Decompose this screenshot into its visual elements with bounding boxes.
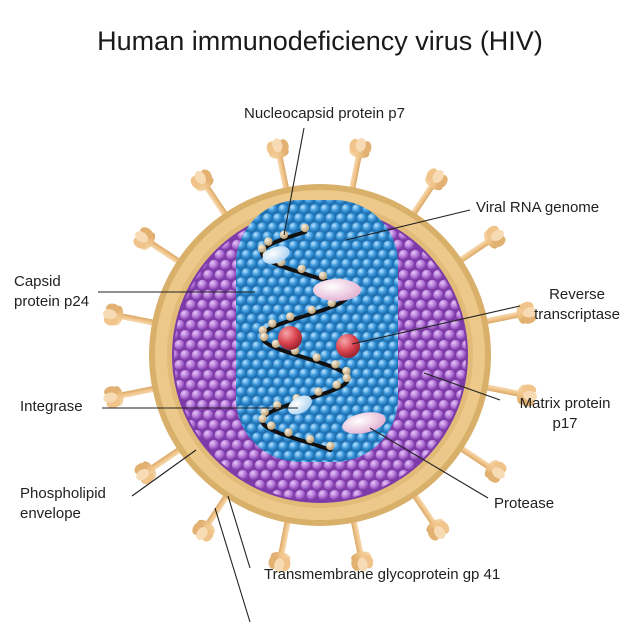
viral-rna-label: Viral RNA genome (476, 199, 600, 216)
spike-glycoprotein (348, 137, 372, 192)
spike-glycoprotein (483, 383, 538, 407)
spike-glycoprotein (350, 518, 374, 572)
protease-label: Protease (494, 495, 555, 512)
spike-glycoprotein (268, 518, 292, 573)
spike-glycoprotein (266, 138, 290, 192)
integrase-label: Integrase (20, 398, 83, 415)
spike-glycoprotein (103, 385, 157, 409)
spike-glycoprotein (102, 303, 157, 327)
matrix-leader (423, 372, 501, 401)
reverse-transcriptase-label: Reverse transcriptase (522, 285, 632, 325)
spike-glycoprotein (410, 491, 450, 541)
spike-glycoprotein (409, 168, 448, 218)
phospholipid-label-line2: envelope (20, 505, 81, 522)
phospholipid-label: Phospholipid envelope (20, 484, 106, 524)
capsid-label-line2: protein p24 (14, 293, 90, 310)
reverse-transcriptase-ball (336, 334, 360, 358)
integrase-blob (288, 395, 312, 415)
protease-blob (342, 412, 386, 434)
reverse-transcriptase-leader (351, 305, 521, 345)
nucleocapsid-leader (283, 127, 305, 236)
transmembrane-label: Transmembrane glycoprotein gp 41 (264, 566, 501, 583)
glycoprotein-spikes (102, 137, 538, 573)
reverse-transcriptase-label-line2: transcriptase (534, 306, 620, 323)
phospholipid-leader (131, 449, 197, 497)
transmembrane-leader-2 (214, 507, 251, 623)
reverse-transcriptase-label-line1: Reverse (549, 286, 605, 303)
integrase-blob (262, 246, 290, 264)
spike-glycoprotein (192, 492, 231, 542)
transmembrane-leader-1 (227, 495, 251, 569)
spike-glycoprotein (133, 227, 183, 266)
rna-leader (345, 209, 471, 241)
matrix-protein-label: Matrix protein p17 (500, 394, 630, 434)
matrix-protein-label-line2: p17 (552, 415, 578, 432)
spike-glycoprotein (190, 169, 230, 219)
diagram-title: Human immunodeficiency virus (HIV) (97, 26, 543, 56)
nucleocapsid-label: Nucleocapsid protein p7 (244, 105, 405, 122)
capsid-label: Capsid protein p24 (14, 272, 89, 312)
spike-glycoprotein (456, 225, 506, 265)
phospholipid-label-line1: Phospholipid (20, 485, 106, 502)
reverse-transcriptase-ball (278, 326, 302, 350)
matrix-protein-label-line1: Matrix protein (519, 395, 611, 412)
spike-glycoprotein (134, 445, 184, 485)
spike-glycoprotein (457, 444, 507, 483)
protease-leader (369, 427, 489, 499)
capsid-label-line1: Capsid (14, 273, 61, 290)
protease-blob (313, 279, 361, 301)
spike-glycoprotein (483, 301, 537, 325)
